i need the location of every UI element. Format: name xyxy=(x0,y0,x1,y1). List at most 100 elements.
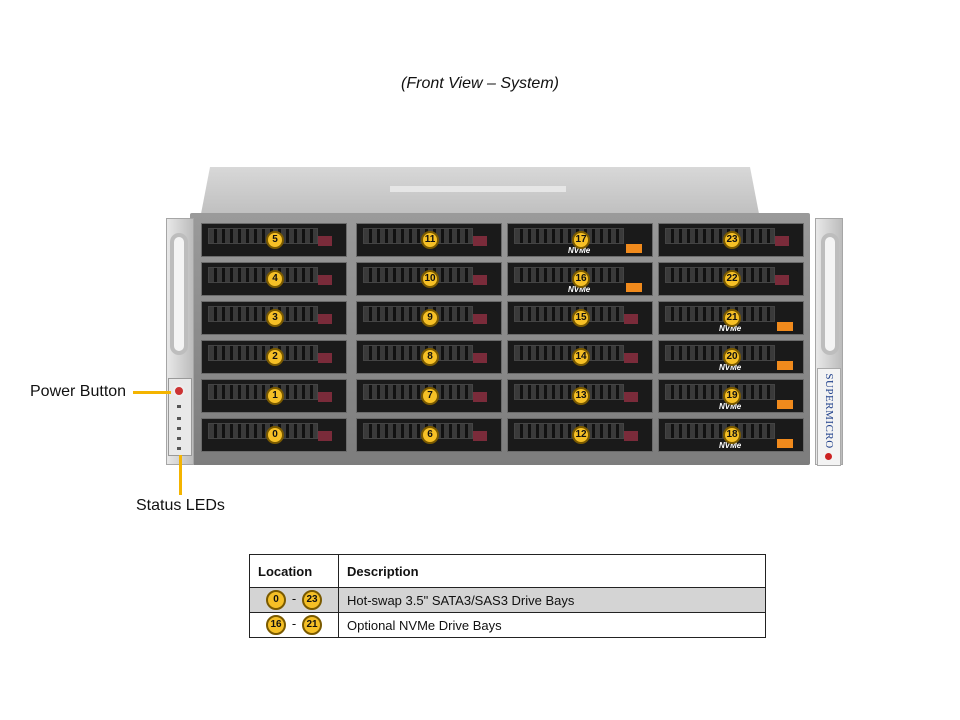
drive-tray-vent xyxy=(665,306,775,322)
right-handle[interactable] xyxy=(821,233,839,355)
drive-release-latch[interactable] xyxy=(775,275,789,285)
drive-release-latch[interactable] xyxy=(318,353,332,363)
drive-bay-7[interactable]: 7 xyxy=(356,379,502,413)
drive-tray-vent xyxy=(208,228,318,244)
drive-bay-3[interactable]: 3 xyxy=(201,301,347,335)
drive-bay-15[interactable]: 15 xyxy=(507,301,653,335)
drive-release-latch[interactable] xyxy=(624,314,638,324)
drive-bay-11[interactable]: 11 xyxy=(356,223,502,257)
drive-release-latch[interactable] xyxy=(473,314,487,324)
header-location: Location xyxy=(249,554,339,588)
bay-number-badge: 12 xyxy=(572,426,590,444)
drive-release-latch[interactable] xyxy=(473,275,487,285)
drive-tray-vent xyxy=(514,384,624,400)
drive-bay-4[interactable]: 4 xyxy=(201,262,347,296)
status-leds-callout-line xyxy=(179,455,182,495)
status-led xyxy=(177,437,181,440)
drive-bay-1[interactable]: 1 xyxy=(201,379,347,413)
drive-tray-vent xyxy=(363,267,473,283)
drive-release-latch[interactable] xyxy=(777,439,793,448)
brand-logo-dot xyxy=(825,453,832,460)
drive-bay-12[interactable]: 12 xyxy=(507,418,653,452)
description-cell: Optional NVMe Drive Bays xyxy=(338,612,766,638)
bay-number-badge: 13 xyxy=(572,387,590,405)
drive-release-latch[interactable] xyxy=(473,236,487,246)
drive-release-latch[interactable] xyxy=(777,322,793,331)
drive-bay-22[interactable]: 22 xyxy=(658,262,804,296)
drive-release-latch[interactable] xyxy=(318,431,332,441)
drive-bay-0[interactable]: 0 xyxy=(201,418,347,452)
drive-bay-9[interactable]: 9 xyxy=(356,301,502,335)
drive-bay-14[interactable]: 14 xyxy=(507,340,653,374)
drive-tray-vent xyxy=(665,228,775,244)
nvme-label: NVMe xyxy=(719,441,742,450)
bay-number-badge: 20 xyxy=(723,348,741,366)
bay-number-badge: 14 xyxy=(572,348,590,366)
bay-number-badge: 0 xyxy=(266,590,286,610)
drive-release-latch[interactable] xyxy=(775,236,789,246)
drive-tray-vent xyxy=(514,345,624,361)
drive-release-latch[interactable] xyxy=(777,400,793,409)
drive-bay-2[interactable]: 2 xyxy=(201,340,347,374)
drive-release-latch[interactable] xyxy=(626,283,642,292)
left-handle[interactable] xyxy=(170,233,188,355)
bay-number-badge: 7 xyxy=(421,387,439,405)
status-led xyxy=(177,405,181,408)
control-panel xyxy=(168,378,192,456)
drive-tray-vent xyxy=(665,384,775,400)
drive-release-latch[interactable] xyxy=(318,236,332,246)
bay-number-badge: 2 xyxy=(266,348,284,366)
drive-release-latch[interactable] xyxy=(318,275,332,285)
drive-release-latch[interactable] xyxy=(318,314,332,324)
drive-bay-10[interactable]: 10 xyxy=(356,262,502,296)
bay-number-badge: 17 xyxy=(572,231,590,249)
drive-release-latch[interactable] xyxy=(624,353,638,363)
description-cell: Hot-swap 3.5" SATA3/SAS3 Drive Bays xyxy=(338,587,766,613)
bay-number-badge: 16 xyxy=(572,270,590,288)
drive-tray-vent xyxy=(363,306,473,322)
drive-release-latch[interactable] xyxy=(473,392,487,402)
drive-release-latch[interactable] xyxy=(318,392,332,402)
drive-bay-5[interactable]: 5 xyxy=(201,223,347,257)
drive-release-latch[interactable] xyxy=(777,361,793,370)
status-led xyxy=(177,447,181,450)
nvme-label: NVMe xyxy=(719,402,742,411)
drive-tray-vent xyxy=(208,306,318,322)
header-description: Description xyxy=(338,554,766,588)
drive-bay-6[interactable]: 6 xyxy=(356,418,502,452)
drive-release-latch[interactable] xyxy=(624,431,638,441)
table-row: 16-21 Optional NVMe Drive Bays xyxy=(249,612,766,638)
drive-tray-vent xyxy=(208,423,318,439)
bay-number-badge: 0 xyxy=(266,426,284,444)
drive-release-latch[interactable] xyxy=(624,392,638,402)
power-button[interactable] xyxy=(173,385,185,397)
drive-release-latch[interactable] xyxy=(473,431,487,441)
bay-number-badge: 19 xyxy=(723,387,741,405)
drive-bay-23[interactable]: 23 xyxy=(658,223,804,257)
table-row: 0-23 Hot-swap 3.5" SATA3/SAS3 Drive Bays xyxy=(249,587,766,613)
drive-tray-vent xyxy=(514,228,624,244)
chassis-top-cover xyxy=(200,167,760,219)
drive-tray-vent xyxy=(208,267,318,283)
drive-bay-8[interactable]: 8 xyxy=(356,340,502,374)
drive-tray-vent xyxy=(665,423,775,439)
drive-release-latch[interactable] xyxy=(473,353,487,363)
drive-release-latch[interactable] xyxy=(626,244,642,253)
status-led xyxy=(177,427,181,430)
table-header-row: Location Description xyxy=(249,554,766,588)
bay-number-badge: 10 xyxy=(421,270,439,288)
nvme-label: NVMe xyxy=(719,324,742,333)
nvme-label: NVMe xyxy=(568,246,591,255)
drive-tray-vent xyxy=(665,267,775,283)
drive-tray-vent xyxy=(514,267,624,283)
drive-tray-vent xyxy=(208,384,318,400)
drive-bay-13[interactable]: 13 xyxy=(507,379,653,413)
drive-tray-vent xyxy=(363,228,473,244)
brand-plate: SUPERMICRO xyxy=(817,368,841,466)
